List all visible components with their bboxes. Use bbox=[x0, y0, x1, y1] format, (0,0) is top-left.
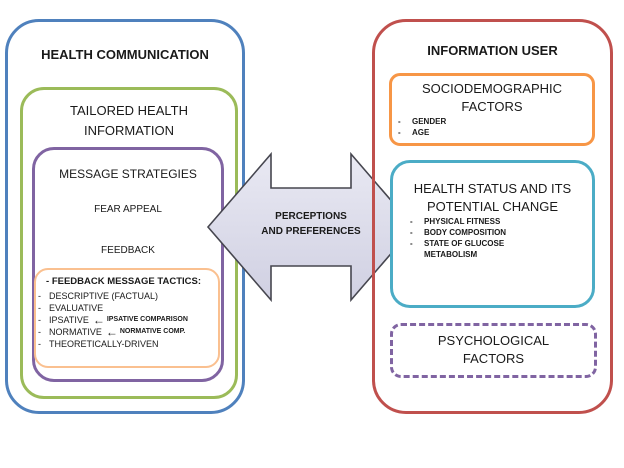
sociodemographic-title: SOCIODEMOGRAPHIC FACTORS bbox=[389, 80, 595, 116]
list-item-label: STATE OF GLUCOSE bbox=[424, 239, 505, 248]
tactic-note: NORMATIVE COMP. bbox=[119, 328, 186, 335]
information-user-title: INFORMATION USER bbox=[427, 43, 558, 58]
feedback-tactics-title: - FEEDBACK MESSAGE TACTICS: bbox=[46, 276, 216, 287]
tactic-item: -IPSATIVE←IPSATIVE COMPARISON bbox=[38, 313, 188, 327]
tactics-title-text: FEEDBACK MESSAGE TACTICS: bbox=[51, 276, 202, 287]
feedback-tactics-list: -DESCRIPTIVE (FACTUAL) -EVALUATIVE -IPSA… bbox=[38, 290, 218, 350]
tactic-item: -EVALUATIVE bbox=[38, 303, 104, 313]
tactic-note: IPSATIVE COMPARISON bbox=[106, 316, 188, 323]
psychological-line-1: PSYCHOLOGICAL bbox=[437, 333, 550, 348]
tactic-label: THEORETICALLY-DRIVEN bbox=[49, 339, 159, 349]
message-strategies-title: MESSAGE STRATEGIES bbox=[59, 167, 197, 181]
psychological-box bbox=[390, 323, 597, 378]
list-item-label: METABOLISM bbox=[424, 250, 478, 259]
list-item: -GENDER bbox=[398, 117, 447, 126]
perceptions-line-2: AND PREFERENCES bbox=[261, 226, 361, 237]
list-item: METABOLISM bbox=[410, 249, 590, 260]
list-item: -AGE bbox=[398, 128, 430, 137]
list-item: -PHYSICAL FITNESS bbox=[410, 217, 501, 226]
tailored-line-1: TAILORED HEALTH bbox=[70, 103, 188, 118]
tactics-title-dash: - bbox=[46, 276, 52, 287]
perceptions-line-1: PERCEPTIONS bbox=[275, 211, 347, 222]
sociodemographic-line-1: SOCIODEMOGRAPHIC bbox=[421, 81, 563, 96]
psychological-line-2: FACTORS bbox=[462, 351, 525, 366]
health-communication-title: HEALTH COMMUNICATION bbox=[41, 47, 209, 62]
list-item: -STATE OF GLUCOSE bbox=[410, 239, 505, 248]
tactic-label: NORMATIVE bbox=[49, 327, 102, 337]
left-arrow-icon: ← bbox=[92, 313, 105, 327]
health-status-line-1: HEALTH STATUS AND ITS bbox=[413, 181, 572, 196]
tactic-label: IPSATIVE bbox=[49, 315, 89, 325]
health-status-line-2: POTENTIAL CHANGE bbox=[427, 199, 558, 214]
tactic-label: EVALUATIVE bbox=[49, 303, 104, 313]
information-user-box bbox=[372, 19, 613, 414]
tactic-item: -NORMATIVE←NORMATIVE COMP. bbox=[38, 325, 186, 339]
list-item-label: PHYSICAL FITNESS bbox=[424, 217, 501, 226]
sociodemographic-list: -GENDER -AGE bbox=[398, 116, 578, 138]
tactic-item: -THEORETICALLY-DRIVEN bbox=[38, 339, 159, 349]
health-status-list: -PHYSICAL FITNESS -BODY COMPOSITION -STA… bbox=[410, 216, 590, 260]
perceptions-label: PERCEPTIONS AND PREFERENCES bbox=[255, 209, 367, 239]
left-arrow-icon: ← bbox=[105, 325, 118, 339]
list-item-label: AGE bbox=[412, 128, 430, 137]
feedback-tactics-box bbox=[34, 268, 220, 368]
message-strategies-box bbox=[32, 147, 224, 382]
psychological-title: PSYCHOLOGICAL FACTORS bbox=[390, 332, 597, 368]
fear-appeal-label: FEAR APPEAL bbox=[94, 204, 162, 215]
list-item-label: BODY COMPOSITION bbox=[424, 228, 507, 237]
tailored-health-information-title: TAILORED HEALTH INFORMATION bbox=[20, 101, 238, 141]
health-status-title: HEALTH STATUS AND ITS POTENTIAL CHANGE bbox=[390, 180, 595, 216]
sociodemographic-box bbox=[389, 73, 595, 146]
tailored-line-2: INFORMATION bbox=[83, 123, 175, 138]
feedback-label: FEEDBACK bbox=[101, 245, 155, 256]
sociodemographic-line-2: FACTORS bbox=[461, 99, 523, 114]
tactic-item: -DESCRIPTIVE (FACTUAL) bbox=[38, 291, 159, 301]
list-item-label: GENDER bbox=[412, 117, 447, 126]
health-status-box bbox=[390, 160, 595, 308]
list-item: -BODY COMPOSITION bbox=[410, 228, 507, 237]
tactic-label: DESCRIPTIVE (FACTUAL) bbox=[49, 291, 159, 301]
